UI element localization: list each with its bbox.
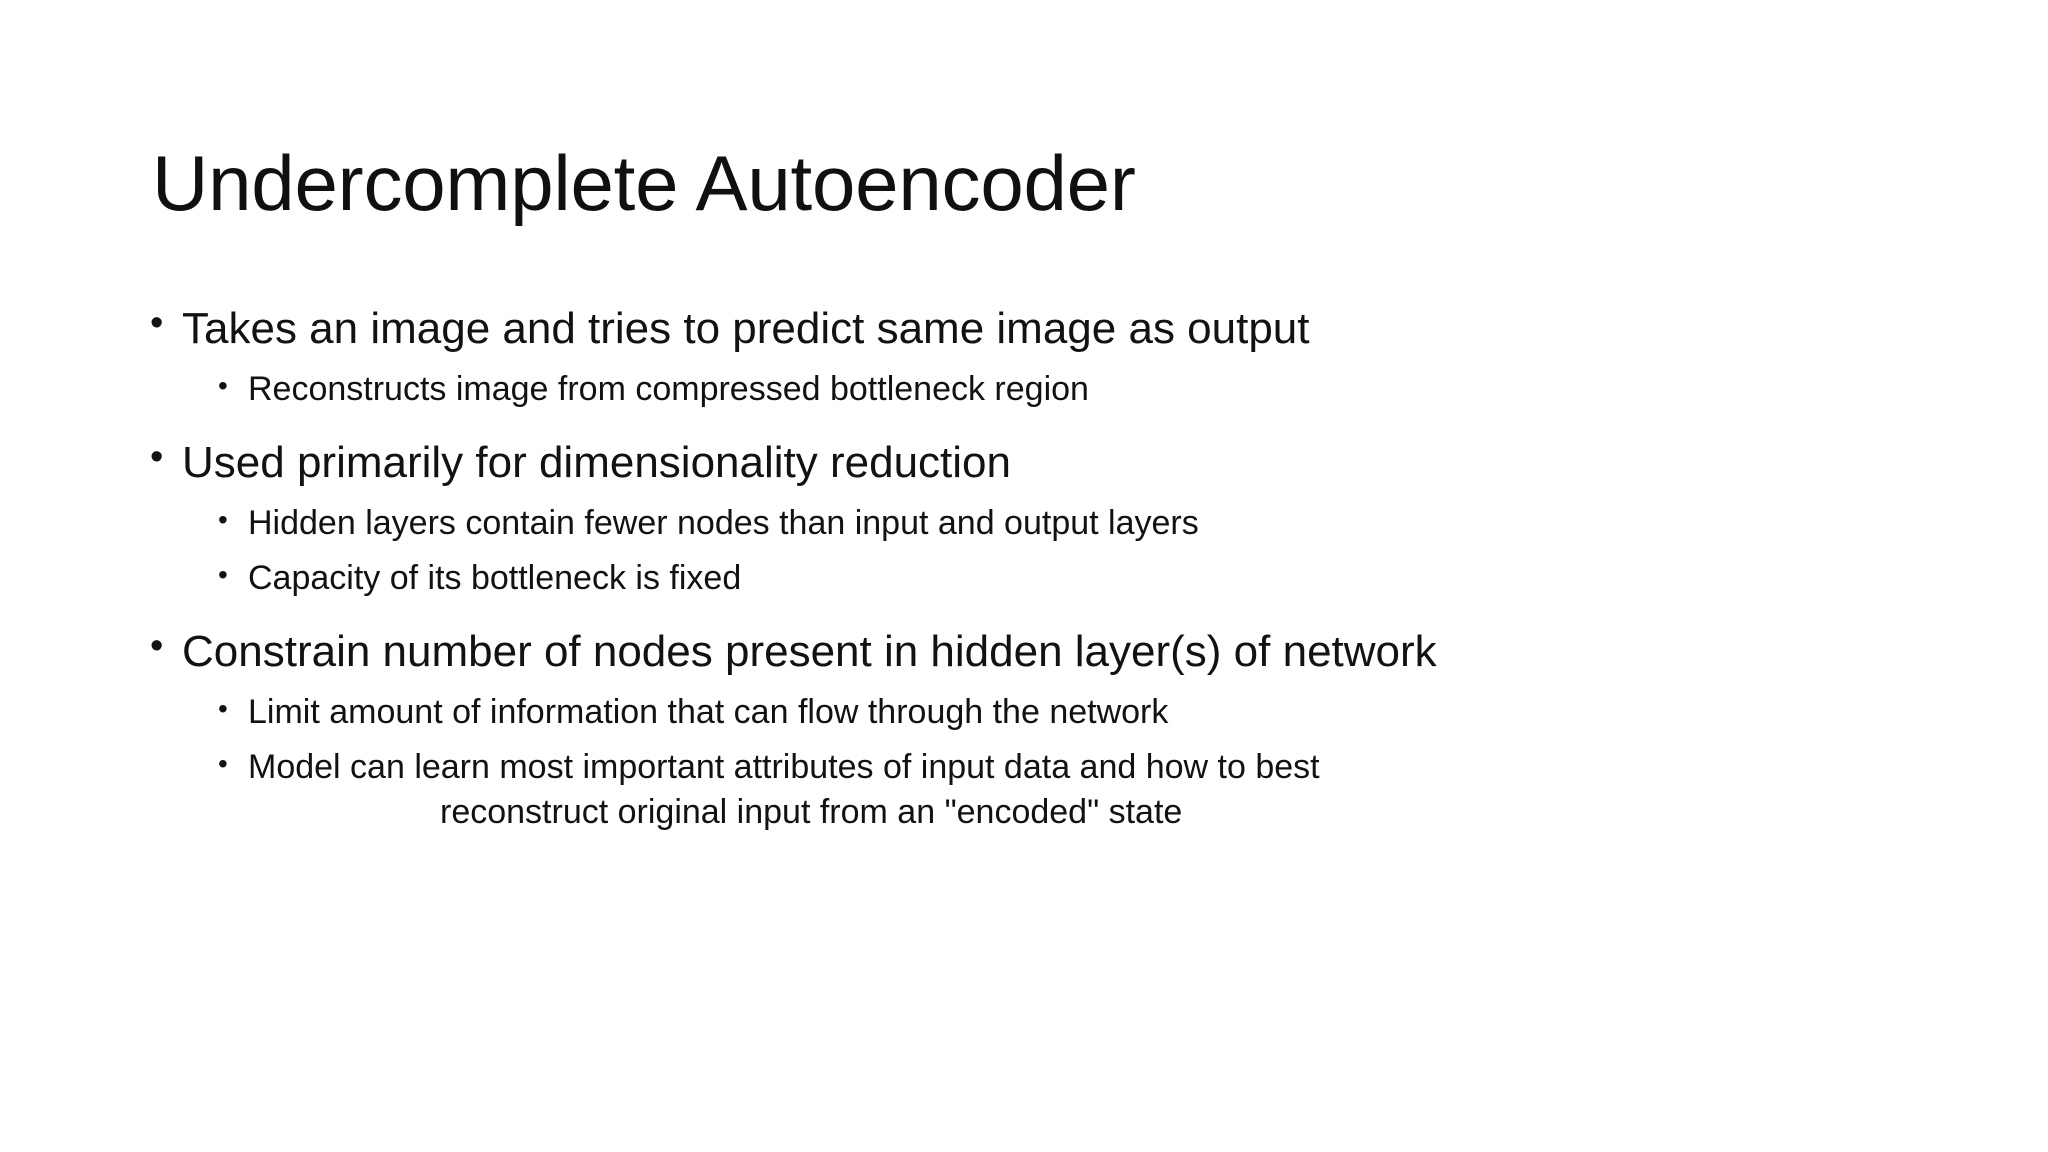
bullet-marker-icon: • bbox=[218, 504, 228, 536]
bullet-marker-icon: • bbox=[150, 436, 164, 479]
bullet-item-level2: • Limit amount of information that can f… bbox=[150, 690, 1950, 735]
bullet-text: Hidden layers contain fewer nodes than i… bbox=[248, 504, 1199, 543]
slide-body-placeholder: • Takes an image and tries to predict sa… bbox=[150, 300, 1950, 835]
bullet-item-level1: • Takes an image and tries to predict sa… bbox=[150, 300, 1950, 357]
bullet-text: Reconstructs image from compressed bottl… bbox=[248, 370, 1089, 409]
bullet-text: Constrain number of nodes present in hid… bbox=[182, 627, 1437, 676]
page-title: Undercomplete Autoencoder bbox=[152, 139, 1136, 228]
bullet-item-level2: • Capacity of its bottleneck is fixed bbox=[150, 556, 1950, 601]
bullet-marker-icon: • bbox=[218, 693, 228, 725]
bullet-item-level2: • Reconstructs image from compressed bot… bbox=[150, 367, 1950, 412]
bullet-item-level1: • Constrain number of nodes present in h… bbox=[150, 623, 1950, 680]
bullet-marker-icon: • bbox=[150, 302, 164, 344]
bullet-text: Capacity of its bottleneck is fixed bbox=[248, 559, 742, 598]
bullet-marker-icon: • bbox=[218, 559, 228, 591]
bullet-marker-icon: • bbox=[150, 625, 164, 667]
bullet-text: Used primarily for dimensionality reduct… bbox=[182, 438, 1011, 488]
bullet-item-level2: • Hidden layers contain fewer nodes than… bbox=[150, 501, 1950, 546]
bullet-marker-icon: • bbox=[218, 370, 228, 402]
bullet-text: Limit amount of information that can flo… bbox=[248, 693, 1169, 732]
bullet-marker-icon: • bbox=[218, 748, 228, 780]
bullet-item-level1: • Used primarily for dimensionality redu… bbox=[150, 434, 1950, 491]
bullet-text: Takes an image and tries to predict same… bbox=[182, 304, 1310, 353]
bullet-text: Model can learn most important attribute… bbox=[248, 748, 1320, 787]
bullet-text-continuation: reconstruct original input from an "enco… bbox=[440, 792, 1183, 831]
bullet-item-level2: • Model can learn most important attribu… bbox=[150, 745, 1950, 790]
